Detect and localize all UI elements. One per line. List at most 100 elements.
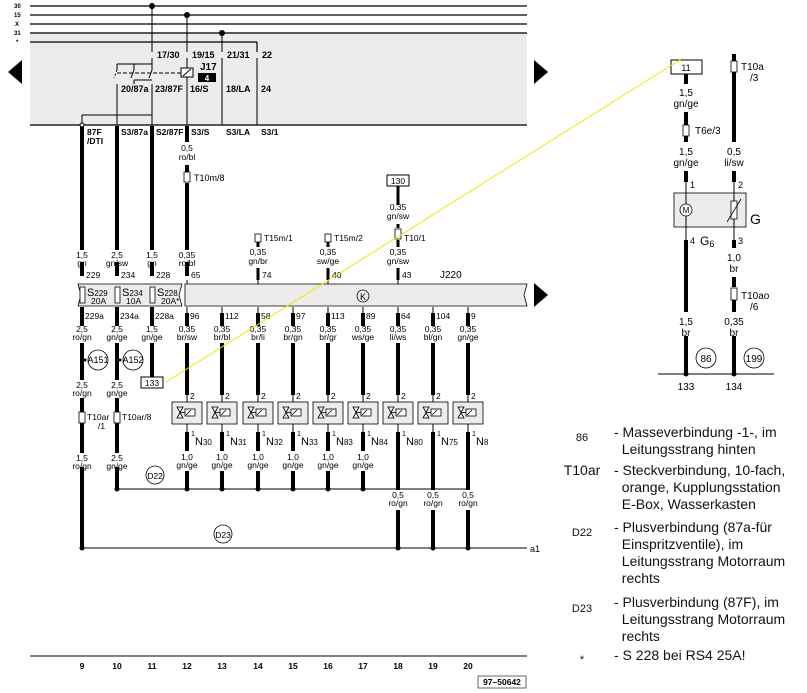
nav-arrow-right-ecu-icon[interactable] xyxy=(534,283,548,307)
legend-key: * xyxy=(579,654,585,666)
wire-color: gn/ge xyxy=(352,460,374,470)
wire-color: br/li xyxy=(251,332,265,342)
legend-key: D23 xyxy=(571,603,593,615)
wire-color: gn/sw xyxy=(387,211,410,221)
wire-color: gn/ge xyxy=(247,460,269,470)
wire-color: gn xyxy=(147,258,157,268)
relay-out-s3-s: S3/S xyxy=(191,127,210,137)
pin-2: 2 xyxy=(738,180,743,190)
injector-pin-bot: 1 xyxy=(402,431,406,438)
ref-box-130[interactable] xyxy=(386,174,410,187)
column-134: 134 xyxy=(726,382,743,393)
ground-199-label: 199 xyxy=(746,354,763,365)
wire-size: 0,35 xyxy=(179,324,196,334)
injector-pin-bot: 1 xyxy=(191,431,195,438)
pin-1: 1 xyxy=(690,180,695,190)
relay-out-s3-87a: S3/87a xyxy=(121,127,148,137)
connector-t10m8-icon xyxy=(183,171,191,183)
wire-color: br xyxy=(730,264,740,275)
injector-n33 xyxy=(277,401,309,425)
wire-size: 1,0 xyxy=(727,253,741,264)
fuse-label: S229 xyxy=(87,287,108,299)
ref-box-133[interactable] xyxy=(140,376,164,389)
ref-130[interactable]: 130 xyxy=(391,176,405,186)
solenoid-icon xyxy=(465,408,477,417)
wire-size: 1,0 xyxy=(252,452,264,462)
wire-size: 0,35 xyxy=(179,250,196,260)
rail-label-31: 31 xyxy=(14,31,21,37)
splice-d22-label: D22 xyxy=(147,471,163,481)
wire-color: gn/ge xyxy=(282,460,304,470)
injector-pin-bot: 1 xyxy=(297,431,301,438)
ecu-pin-43: 43 xyxy=(402,270,412,280)
legend-key: 86 xyxy=(575,432,589,444)
fuse-pin-label: 65 xyxy=(191,270,201,280)
ecu-j220-bar xyxy=(184,283,528,307)
ecu-k-letter: K xyxy=(360,292,366,302)
solenoid-icon xyxy=(395,408,407,417)
column-label: 18 xyxy=(393,661,403,671)
injector-pin-bot: 1 xyxy=(472,431,476,438)
wire-size: 1,5 xyxy=(146,324,158,334)
wire-size: 0,35 xyxy=(214,324,231,334)
wire-color: gn/ge xyxy=(457,332,479,342)
power-rails xyxy=(30,5,527,126)
valve-icon xyxy=(317,406,325,419)
wire-color: gn/ge xyxy=(211,460,233,470)
rail-label-star: * xyxy=(16,40,19,46)
wire-size: 2,5 xyxy=(76,380,88,390)
injector-pin-top: 2 xyxy=(261,391,266,401)
connector-t15m2-label: T15m/2 xyxy=(334,233,363,243)
legend-description: - S 228 bei RS4 25A! xyxy=(614,647,746,663)
ref-11[interactable]: 11 xyxy=(681,63,690,73)
injector-pin-top: 2 xyxy=(436,391,441,401)
injector-label: N30 xyxy=(195,436,212,448)
relay-badge xyxy=(198,73,216,82)
wire-size: 1,5 xyxy=(679,88,693,99)
column-label: 10 xyxy=(112,661,122,671)
connector-t10a-sub: /3 xyxy=(750,73,759,84)
connector-t15m1-icon xyxy=(254,233,262,243)
legend-description: - Steckverbindung, 10-fach, orange, Kupp… xyxy=(614,462,786,512)
nav-arrow-right-icon[interactable] xyxy=(534,60,548,84)
ecu-output-pin: 9 xyxy=(471,311,476,321)
splice-d22 xyxy=(145,465,165,485)
wire-size: 0,35 xyxy=(320,324,337,334)
connector-t10ar-icon xyxy=(113,411,121,424)
column-label: 14 xyxy=(253,661,263,671)
wire-size: 2,5 xyxy=(111,453,123,463)
wire-color: ro/gn xyxy=(458,498,478,508)
wire-size: 1,5 xyxy=(76,453,88,463)
injector-pin-bot: 1 xyxy=(226,431,230,438)
injector-n31 xyxy=(206,401,238,425)
wire-size: 1,0 xyxy=(181,452,193,462)
wire-size: 1,0 xyxy=(322,452,334,462)
wire-color: ro/gn xyxy=(72,388,92,398)
fuse-pin-label: 234 xyxy=(121,270,135,280)
connector-label: A152 xyxy=(122,355,143,365)
splice-d23 xyxy=(213,524,233,544)
ref-133[interactable]: 133 xyxy=(145,378,159,388)
column-label: 9 xyxy=(80,661,85,671)
relay-j17-contacts xyxy=(81,58,258,125)
column-label: 11 xyxy=(148,661,157,671)
wire-color: br xyxy=(730,328,740,339)
connector-t101-icon xyxy=(394,228,402,240)
injector-label: N80 xyxy=(406,436,423,448)
rail-label-30: 30 xyxy=(14,4,21,10)
wire-size: 0,5 xyxy=(181,143,193,153)
relay-output-node xyxy=(79,122,85,128)
motor-icon xyxy=(679,203,693,217)
connector-t10ao-sub: /6 xyxy=(750,302,759,313)
wire-color: sw/ge xyxy=(317,256,339,266)
valve-icon xyxy=(387,406,395,419)
wire-size: 2,5 xyxy=(111,250,123,260)
connector-t6e3-label: T6e/3 xyxy=(695,126,721,137)
rail-label-15: 15 xyxy=(14,13,21,19)
nav-arrow-left-icon[interactable] xyxy=(8,60,22,84)
ecu-output-pin: 112 xyxy=(225,311,239,321)
injector-pin-top: 2 xyxy=(471,391,476,401)
injector-label: N75 xyxy=(441,436,458,448)
wire-size: 0,5 xyxy=(727,147,741,158)
wire-size: 0,35 xyxy=(355,324,372,334)
